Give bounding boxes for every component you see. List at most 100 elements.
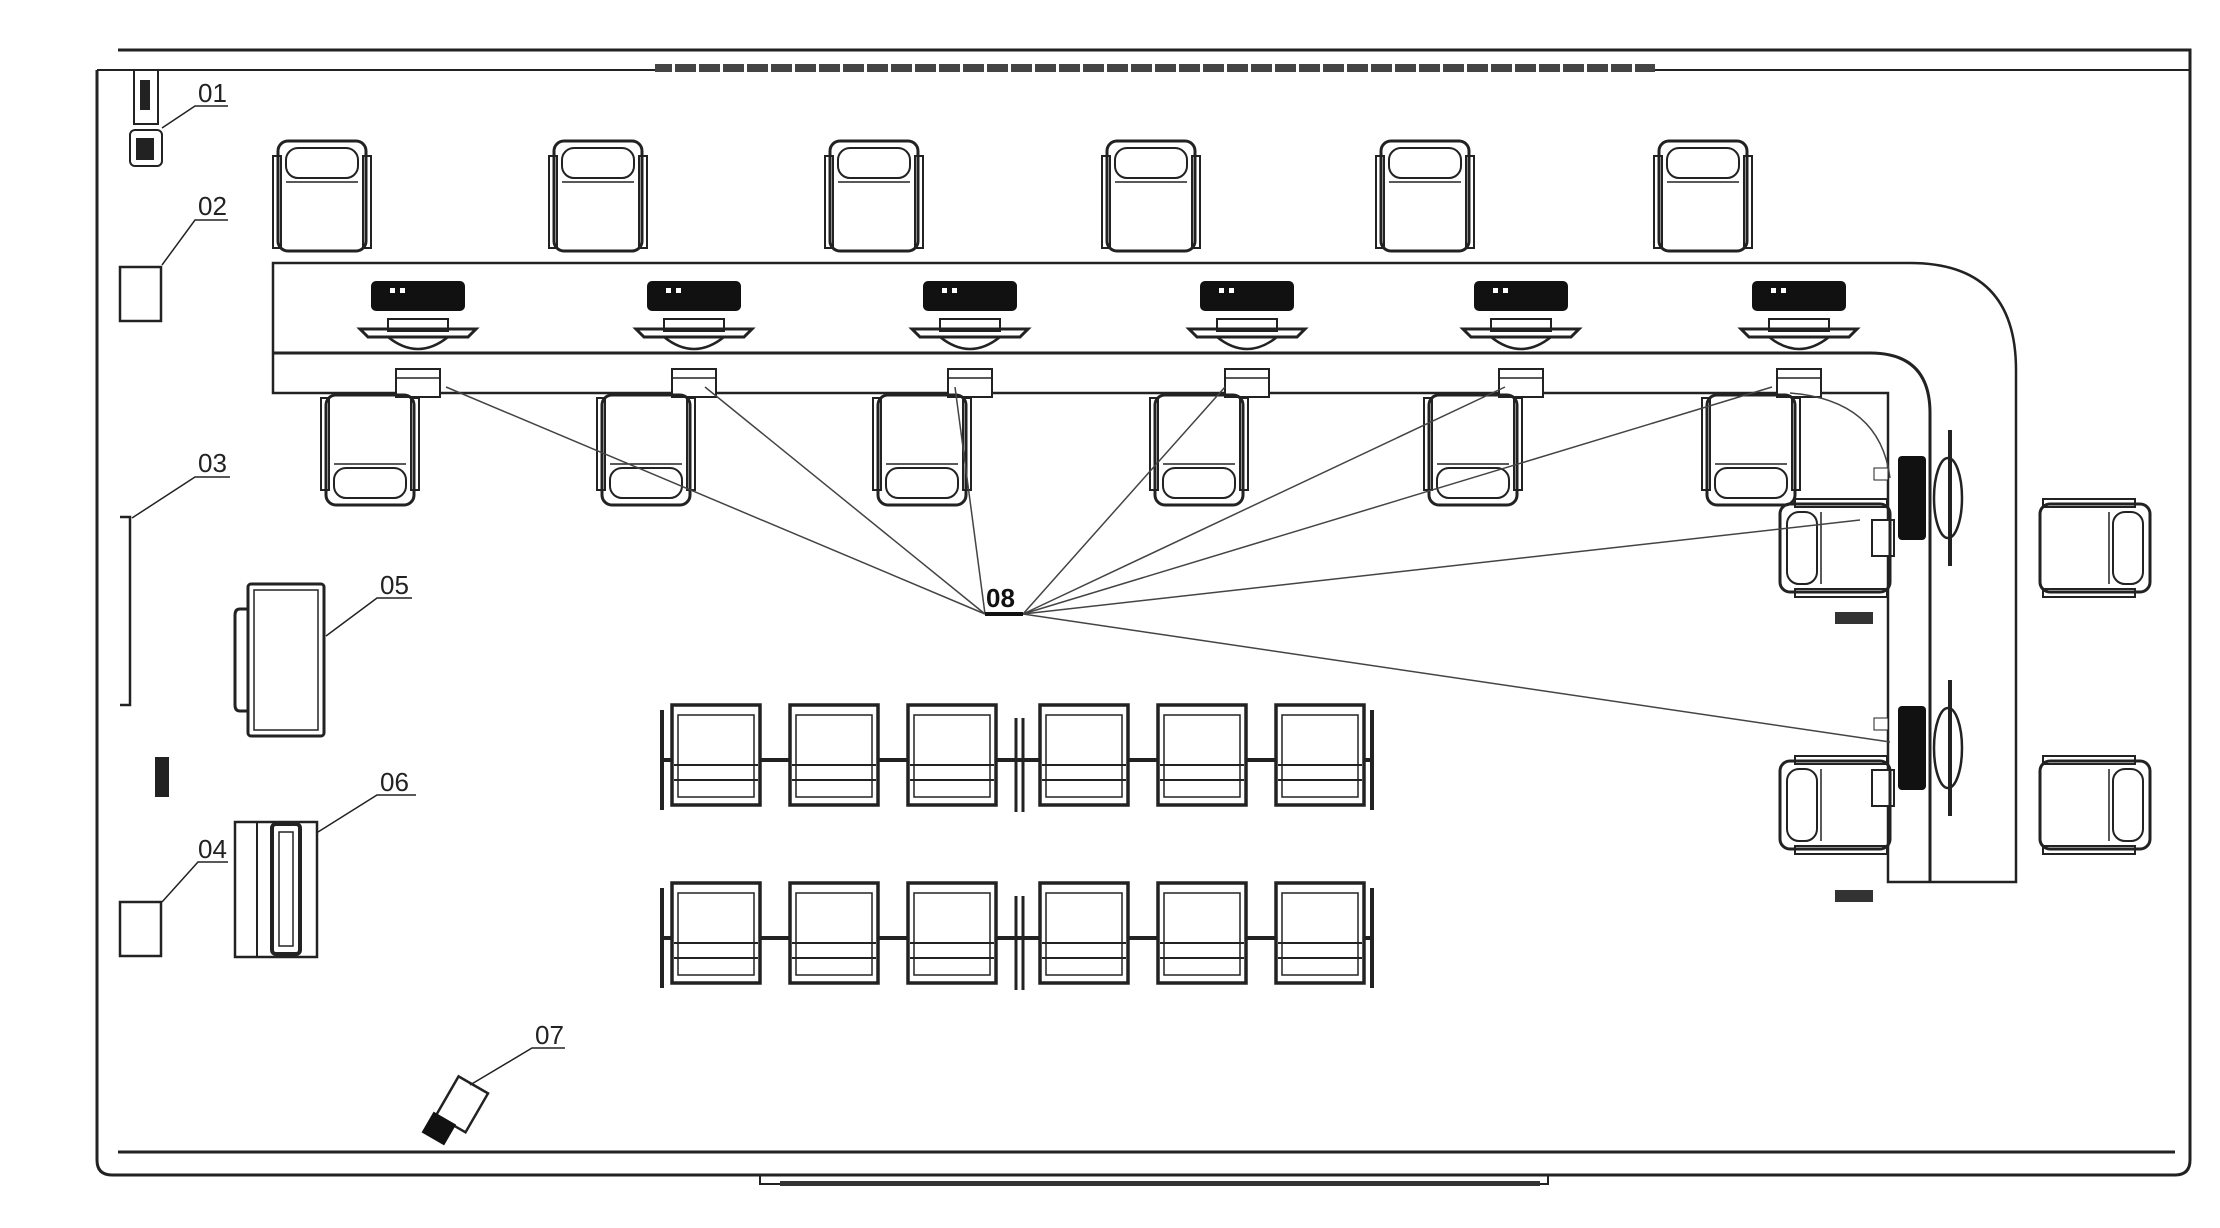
seat-inner: [1163, 714, 1241, 798]
printer-icon: [1474, 281, 1568, 311]
monitor: [1490, 318, 1552, 332]
callout-02: 02: [161, 191, 228, 266]
printer-light: [1219, 288, 1224, 293]
seat-frame: [1156, 703, 1248, 807]
side-stations: [1871, 430, 1964, 816]
bench-seat: [670, 703, 762, 807]
printer-light: [1781, 288, 1786, 293]
chair-back: [1436, 467, 1510, 499]
hub-connection-line: [1022, 386, 1773, 615]
chair-arm: [320, 397, 330, 491]
printer-light: [1503, 288, 1508, 293]
chair-frame: [1105, 139, 1197, 253]
printer-icon: [371, 281, 465, 311]
chair: [1653, 139, 1753, 253]
service-counter: [271, 261, 2018, 884]
keyboard-tray: [939, 336, 1001, 351]
chair-back: [1786, 768, 1818, 842]
chair-back: [285, 147, 359, 179]
wall-device-top-left: [129, 69, 163, 167]
window-top: [655, 64, 1655, 72]
chair: [1778, 755, 1892, 855]
seat-frame: [1274, 703, 1366, 807]
bench-seat: [670, 881, 762, 985]
seat-inner: [1045, 892, 1123, 976]
room-walls: [95, 48, 2192, 1186]
monitor: [1932, 456, 1964, 540]
seat-inner: [795, 892, 873, 976]
chairs-top-row: [272, 139, 1753, 253]
hub-connection-line: [704, 386, 986, 615]
chair-back: [1786, 511, 1818, 585]
monitor: [1932, 706, 1964, 790]
bench-seat: [788, 881, 880, 985]
dispenser-unit: [233, 820, 319, 959]
seat-frame: [1038, 881, 1130, 985]
chair-back: [2112, 511, 2144, 585]
seat-inner: [1163, 892, 1241, 976]
card-reader: [395, 368, 441, 398]
bench-row: [660, 881, 1374, 990]
callout-label-05: 05: [380, 570, 409, 600]
counter-stations: [356, 281, 1861, 398]
chair-frame: [1379, 139, 1471, 253]
chair-back: [1162, 467, 1236, 499]
chair: [596, 393, 696, 507]
seat-inner: [1045, 714, 1123, 798]
chair: [272, 139, 372, 253]
hub-connection-line: [1022, 519, 1861, 615]
chair-arm: [362, 155, 372, 249]
chair: [548, 139, 648, 253]
workstation: [356, 281, 480, 398]
printer-light: [952, 288, 957, 293]
chair-arm: [1794, 588, 1888, 598]
card-reader: [1224, 368, 1270, 398]
chair-arm: [1794, 755, 1888, 765]
bench-seat: [1156, 703, 1248, 807]
chair: [1778, 498, 1892, 598]
chair-arm: [1423, 397, 1433, 491]
callouts: 01 02 03 05 04 05 06 07: [131, 78, 565, 1086]
bench-seat: [906, 881, 998, 985]
callout-05: 05: [325, 570, 412, 637]
wall-cabinet-upper: [118, 265, 163, 323]
hub-connection-curve: [1789, 392, 1891, 479]
bench-seat: [906, 703, 998, 807]
chair-frame: [828, 139, 920, 253]
chair-frame: [2038, 502, 2152, 594]
chair-arm: [1743, 155, 1753, 249]
workstation: [632, 281, 756, 398]
chair-back: [837, 147, 911, 179]
chair-arm: [410, 397, 420, 491]
bench-seat: [1274, 881, 1366, 985]
callout-label-02: 02: [198, 191, 227, 221]
seat-inner: [1281, 892, 1359, 976]
bench-seat: [1038, 703, 1130, 807]
chair-arm: [638, 155, 648, 249]
workstation: [1459, 281, 1583, 398]
chair: [872, 393, 972, 507]
chair: [824, 139, 924, 253]
seat-inner: [913, 714, 991, 798]
card-reader: [671, 368, 717, 398]
chair-frame: [276, 139, 368, 253]
monitor: [387, 318, 449, 332]
chair: [2038, 755, 2152, 855]
printer-light: [390, 288, 395, 293]
hub-connection-lines: [445, 386, 1891, 743]
card-reader: [1498, 368, 1544, 398]
waiting-benches: [660, 703, 1374, 990]
surveillance-camera: [421, 1074, 490, 1146]
callout-label-06: 06: [380, 767, 409, 797]
chair-back: [333, 467, 407, 499]
seat-frame: [1038, 703, 1130, 807]
chair-arm: [914, 155, 924, 249]
seat-frame: [1156, 881, 1248, 985]
chair-frame: [600, 393, 692, 507]
chair-frame: [1778, 759, 1892, 851]
printer-light: [400, 288, 405, 293]
chair-frame: [1705, 393, 1797, 507]
printer-light: [666, 288, 671, 293]
chair-back: [2112, 768, 2144, 842]
